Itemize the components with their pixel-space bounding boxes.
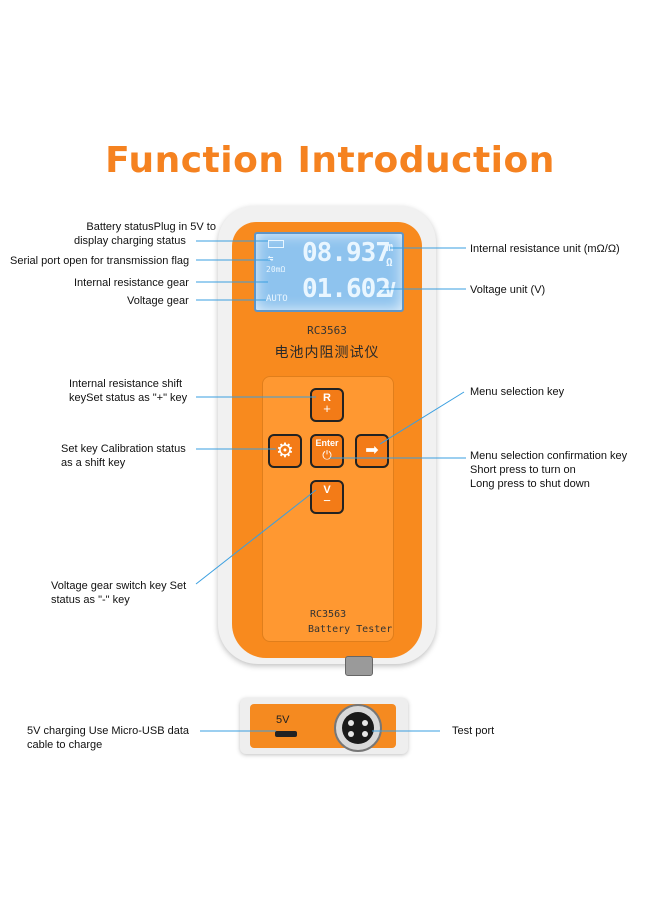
set-key[interactable]: ⚙ [268,434,302,468]
panel-model: RC3563 [310,609,347,620]
enter-power-key[interactable]: Enter ⏻ [310,434,344,468]
label-ir-shift: Internal resistance shift keySet status … [69,378,188,404]
serial-port-icon: ⇋ [268,254,274,264]
label-test-port: Test port [452,725,495,737]
label-serial-port: Serial port open for transmission flag [10,255,190,267]
test-connector [345,656,373,676]
label-voltage-unit: Voltage unit (V) [470,284,546,296]
device-model: RC3563 [307,324,347,337]
lcd-resistance-value: 08.937 [302,238,391,268]
device-chinese-name: 电池内阻测试仪 [274,345,380,361]
v-minus-key[interactable]: V − [310,480,344,514]
power-icon: ⏻ [322,448,332,462]
r-plus-key[interactable]: R + [310,388,344,422]
label-voltage-gear: Voltage gear [127,295,189,307]
test-port-pins-icon [342,712,374,744]
label-ir-unit: Internal resistance unit (mΩ/Ω) [470,243,620,255]
lcd-range: 20mΩ [266,265,286,274]
test-port[interactable] [334,704,382,752]
page-title: Function Introduction [105,140,555,181]
label-ir-gear: Internal resistance gear [74,277,189,289]
label-charging: 5V charging Use Micro-USB data cable to … [27,725,190,751]
label-set-key: Set key Calibration status as a shift ke… [61,443,186,469]
arrow-right-icon: ➡ [365,442,379,459]
label-voltage-switch: Voltage gear switch key Set status as "-… [51,580,187,606]
lcd-unit-m: m [386,240,394,254]
lcd-voltage-value: 01.602 [302,274,391,304]
panel-name: Battery Tester [308,624,393,635]
lcd-auto: AUTO [266,294,288,304]
micro-usb-port[interactable] [275,731,297,737]
label-battery-status: Battery statusPlug in 5V to display char… [74,221,216,247]
bottom-5v-label: 5V [276,714,290,726]
gear-icon: ⚙ [276,440,294,462]
menu-arrow-key[interactable]: ➡ [355,434,389,468]
label-menu-select: Menu selection key [470,386,565,398]
line-voltage-switch [195,489,317,585]
lcd-display: ⇋ 20mΩ AUTO 08.937 m Ω 01.602 V [254,232,404,312]
battery-indicator-icon [268,240,284,248]
lcd-unit-v: V [384,278,397,302]
label-menu-confirm: Menu selection confirmation key Short pr… [470,450,628,490]
line-menu-select [379,391,465,445]
lcd-unit-ohm: Ω [386,256,393,269]
